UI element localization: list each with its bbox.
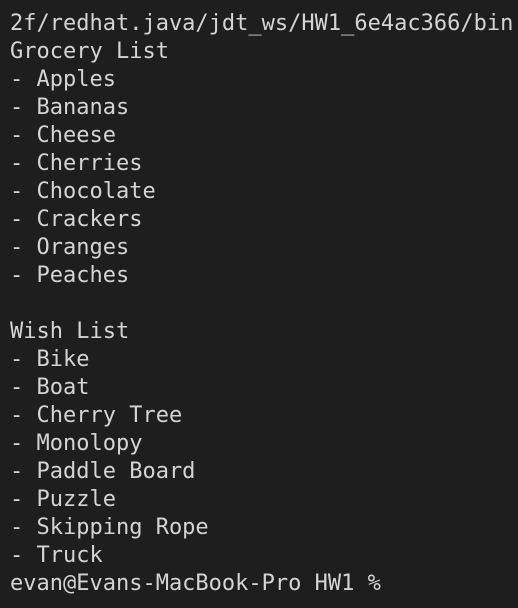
wish-item: - Skipping Rope (10, 515, 209, 540)
grocery-item: - Cheese (10, 123, 116, 148)
terminal-output: 2f/redhat.java/jdt_ws/HW1_6e4ac366/bin G… (10, 0, 518, 598)
wish-item: - Puzzle (10, 487, 116, 512)
wish-item: - Bike (10, 347, 90, 372)
wish-item: - Cherry Tree (10, 403, 183, 428)
grocery-item: - Chocolate (10, 179, 156, 204)
partial-top-line (10, 0, 518, 10)
wish-item: - Boat (10, 375, 90, 400)
grocery-item: - Cherries (10, 151, 143, 176)
grocery-item: - Oranges (10, 235, 130, 260)
grocery-item: - Peaches (10, 263, 130, 288)
wish-item: - Paddle Board (10, 459, 196, 484)
blank-line (10, 290, 518, 318)
shell-prompt[interactable]: evan@Evans-MacBook-Pro HW1 % (10, 571, 381, 596)
grocery-item: - Crackers (10, 207, 143, 232)
wish-item: - Monolopy (10, 431, 143, 456)
grocery-item: - Apples (10, 67, 116, 92)
wish-list-title: Wish List (10, 319, 130, 344)
grocery-list-title: Grocery List (10, 39, 169, 64)
grocery-item: - Bananas (10, 95, 130, 120)
path-line: 2f/redhat.java/jdt_ws/HW1_6e4ac366/bin (10, 11, 514, 36)
wish-item: - Truck (10, 543, 103, 568)
